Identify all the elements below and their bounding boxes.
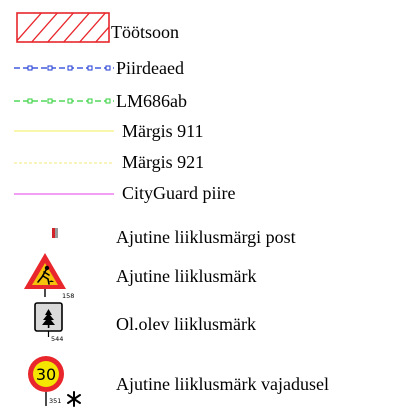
roadworks-sign-code: 158 xyxy=(62,292,74,300)
legend-label-cityguard: CityGuard piire xyxy=(122,183,236,203)
fence-line-icon xyxy=(14,65,114,71)
speed-limit-code: 351 xyxy=(49,397,61,405)
legend-label-margis-921: Märgis 921 xyxy=(122,152,205,172)
existing-sign-icon: 544 xyxy=(34,302,63,343)
legend-label-olevmark: Ol.olev liiklusmärk xyxy=(116,314,256,334)
marking-921-line-icon xyxy=(14,162,114,164)
asterisk-icon xyxy=(67,391,81,407)
legend-label-ajutine-mark: Ajutine liiklusmärk xyxy=(116,266,257,286)
sign-post-icon xyxy=(52,228,58,238)
cityguard-line-icon xyxy=(14,193,114,195)
work-zone-hatch-icon xyxy=(16,12,110,43)
speed-limit-value: 30 xyxy=(36,365,56,384)
legend-label-post: Ajutine liiklusmärgi post xyxy=(116,227,296,247)
roadworks-sign-icon: 158 xyxy=(24,253,74,300)
legend-label-vajadusel: Ajutine liiklusmärk vajadusel xyxy=(116,374,329,394)
legend-label-piirdeaed: Piirdeaed xyxy=(116,58,184,78)
lm686ab-line-icon xyxy=(14,98,114,104)
marking-911-line-icon xyxy=(14,130,114,132)
legend-label-lm686ab: LM686ab xyxy=(116,91,187,111)
speed-limit-sign-icon: 30 351 xyxy=(28,356,81,407)
existing-sign-code: 544 xyxy=(51,335,63,343)
legend-label-tootsoon: Töötsoon xyxy=(111,22,180,42)
legend-label-margis-911: Märgis 911 xyxy=(122,121,204,141)
